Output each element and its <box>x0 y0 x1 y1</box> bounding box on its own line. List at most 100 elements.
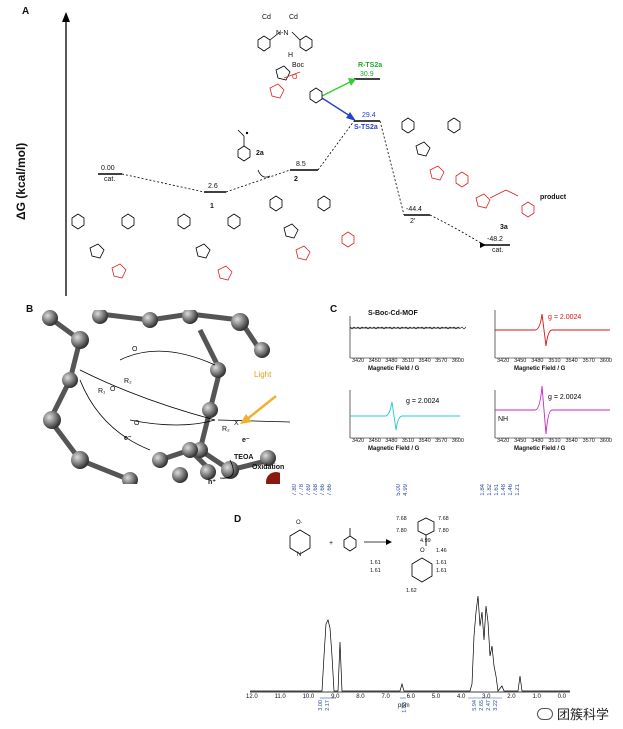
sts-label: S-TS2a <box>354 124 378 131</box>
shift-label: 1.61 <box>494 484 500 496</box>
ppm-tick: 5.0 <box>431 694 441 700</box>
struct-shift: 1.46 <box>436 548 447 554</box>
shift-label: 5.00 <box>396 484 402 496</box>
level-int2-tag: 2 <box>294 176 298 183</box>
ppm-tick: 8.0 <box>356 694 365 700</box>
adduct-structure <box>411 517 435 583</box>
scheme-r2: R₂ <box>124 378 132 385</box>
product-number: 3a <box>500 224 508 231</box>
epr-tick: 3420 <box>352 438 365 444</box>
epr-spectrum-2 <box>494 310 610 359</box>
epr-spectrum-3 <box>349 390 460 439</box>
ppm-tick: 9.0 <box>331 694 340 700</box>
cat-structure <box>71 213 135 259</box>
ts-cd1: Cd <box>262 14 271 21</box>
int2-phenyl <box>341 231 355 248</box>
int3-structure <box>401 117 461 157</box>
epr-tick: 3420 <box>497 358 510 364</box>
epr-tick: 3540 <box>418 438 431 444</box>
struct-shift: 7.68 <box>396 516 407 522</box>
nmr-trace <box>250 595 570 692</box>
radical-2a-structure <box>237 129 251 162</box>
photocatalysis-scheme <box>79 350 291 479</box>
struct-shift: 7.68 <box>438 516 449 522</box>
struct-shift: 1.62 <box>406 588 417 594</box>
panel-c-label: C <box>330 304 338 315</box>
int1-structure <box>177 213 241 259</box>
epr-ticks-4: 3420 3450 3480 3510 3540 3570 3600 <box>497 438 612 444</box>
struct-shifts-block: 7.68 7.68 7.80 7.80 4.99 1.46 1.61 1.61 … <box>370 516 486 626</box>
watermark: 团簇科学 <box>536 704 609 723</box>
rts-label: R-TS2a <box>358 62 383 69</box>
s-arrowhead <box>346 112 356 121</box>
electron2-label: e⁻ <box>242 437 250 444</box>
shift-label: 1.21 <box>515 484 521 496</box>
panel-d-label: D <box>234 514 242 525</box>
struct-shift: 1.61 <box>436 568 447 574</box>
epr-tick: 3540 <box>418 358 431 364</box>
ppm-tick: 12.0 <box>246 694 258 700</box>
level-start-tag: cat. <box>104 176 116 183</box>
tempo-o-dot: O· <box>296 520 303 526</box>
epr-tick: 3510 <box>401 438 415 444</box>
scheme-o3: O <box>134 420 140 427</box>
epr-tick: 3570 <box>582 438 595 444</box>
epr-tick: 3600 <box>451 358 464 364</box>
watermark-text: 团簇科学 <box>556 708 609 723</box>
radical-dot <box>245 131 249 135</box>
scheme-rx: R₂ <box>222 426 230 433</box>
struct-shift: 7.80 <box>396 528 407 534</box>
plus-sign: + <box>329 540 334 547</box>
epr-xlabel-1: Magnetic Field / G <box>368 366 420 372</box>
oxidation-label: Oxidation <box>252 464 285 471</box>
connector-5-arrow <box>480 242 486 248</box>
epr-tick: 3570 <box>435 438 448 444</box>
hole-label: h⁺ <box>208 479 216 486</box>
epr-g-3: g = 2.0024 <box>406 398 440 405</box>
panel-a-label: A <box>22 6 30 17</box>
product-label: product <box>540 194 567 201</box>
shifts-mid-group: 5.00 4.99 <box>396 484 409 496</box>
epr-tick: 3600 <box>599 438 612 444</box>
cat-furan <box>111 263 127 279</box>
ts-structure <box>257 31 313 81</box>
struct-shift: 7.80 <box>438 528 449 534</box>
ts-h: H <box>288 52 294 59</box>
epr-xlabel-4: Magnetic Field / G <box>514 446 566 452</box>
level-end-tag: cat. <box>492 247 504 254</box>
epr-title-1: S-Boc-Cd-MOF <box>368 310 418 317</box>
shift-label: 7.78 <box>299 484 305 496</box>
epr-tick: 3480 <box>385 358 398 364</box>
shift-label: 7.69 <box>306 484 312 496</box>
rts-value: 30.9 <box>360 71 374 78</box>
epr-xlabel-3: Magnetic Field / G <box>368 446 420 452</box>
energy-profile-diagram <box>62 12 535 296</box>
ppm-tick: 4.0 <box>456 694 466 700</box>
shift-label: 7.80 <box>292 484 298 496</box>
panel-b-label: B <box>26 304 34 315</box>
r-arrow <box>321 81 351 97</box>
shift-label: 7.68 <box>313 484 319 496</box>
shift-label: 1.84 <box>480 484 486 496</box>
shift-label: 4.99 <box>403 484 409 496</box>
epr-tick: 3510 <box>548 358 561 364</box>
epr-tick: 3510 <box>548 438 561 444</box>
integral-label: 5.94 <box>472 700 478 711</box>
epr-ticks-3: 3420 3450 3480 3510 3540 3570 3600 <box>352 438 464 444</box>
epr-nh: NH <box>498 416 509 423</box>
connector-5 <box>429 214 485 246</box>
ppm-tick: 1.0 <box>532 694 541 700</box>
s-arrow <box>321 97 351 117</box>
struct-shift: 1.61 <box>436 560 447 566</box>
tempo-structure <box>289 529 311 555</box>
epr-tick: 3480 <box>531 358 544 364</box>
epr-tick: 3450 <box>368 438 381 444</box>
mof-sphere-network <box>42 310 280 484</box>
ts-boc: Boc <box>292 62 305 69</box>
integral-label: 3.00 <box>318 700 324 711</box>
int3-red <box>429 165 469 188</box>
epr-tick: 3420 <box>497 438 510 444</box>
scheme-o1: O <box>110 386 116 393</box>
level-int3-value: -44.4 <box>406 206 422 213</box>
ts-o: O <box>292 74 298 81</box>
